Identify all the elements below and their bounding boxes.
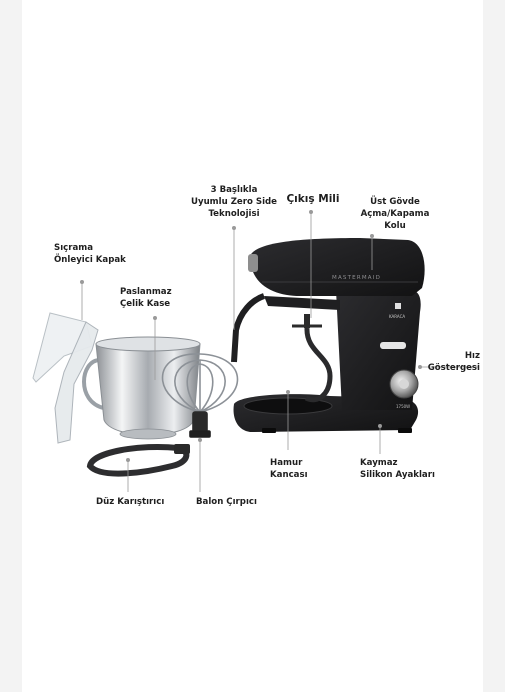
label-steel-bowl: Paslanmaz Çelik Kase [120, 287, 172, 309]
flat-beater [86, 443, 190, 477]
power-rating: 1750W [396, 404, 410, 409]
label-nonslip-feet: Kaymaz Silikon Ayakları [360, 458, 435, 480]
label-dough-hook: Hamur Kancası [270, 458, 308, 480]
leader-lines [80, 209, 478, 492]
label-flat-beater: Düz Karıştırıcı [96, 497, 165, 507]
label-zero-side: 3 Başlıkla Uyumlu Zero Side Teknolojisi [190, 185, 278, 219]
label-balloon-whisk: Balon Çırpıcı [196, 497, 257, 507]
label-speed-indicator: Hız Göstergesi [427, 351, 480, 373]
balloon-whisk [161, 353, 239, 438]
label-output-shaft: Çıkış Mili [286, 193, 340, 205]
label-splash-cover: Sıçrama Önleyici Kapak [54, 243, 126, 265]
steel-bowl [82, 336, 201, 440]
brand-wordmark: MASTERMAID [332, 275, 381, 281]
logo-wordmark: KARACA [389, 314, 405, 319]
label-upper-body: Üst Gövde Açma/Kapama Kolu [360, 197, 430, 231]
stand-mixer [231, 238, 425, 433]
splash-guard [32, 312, 99, 444]
